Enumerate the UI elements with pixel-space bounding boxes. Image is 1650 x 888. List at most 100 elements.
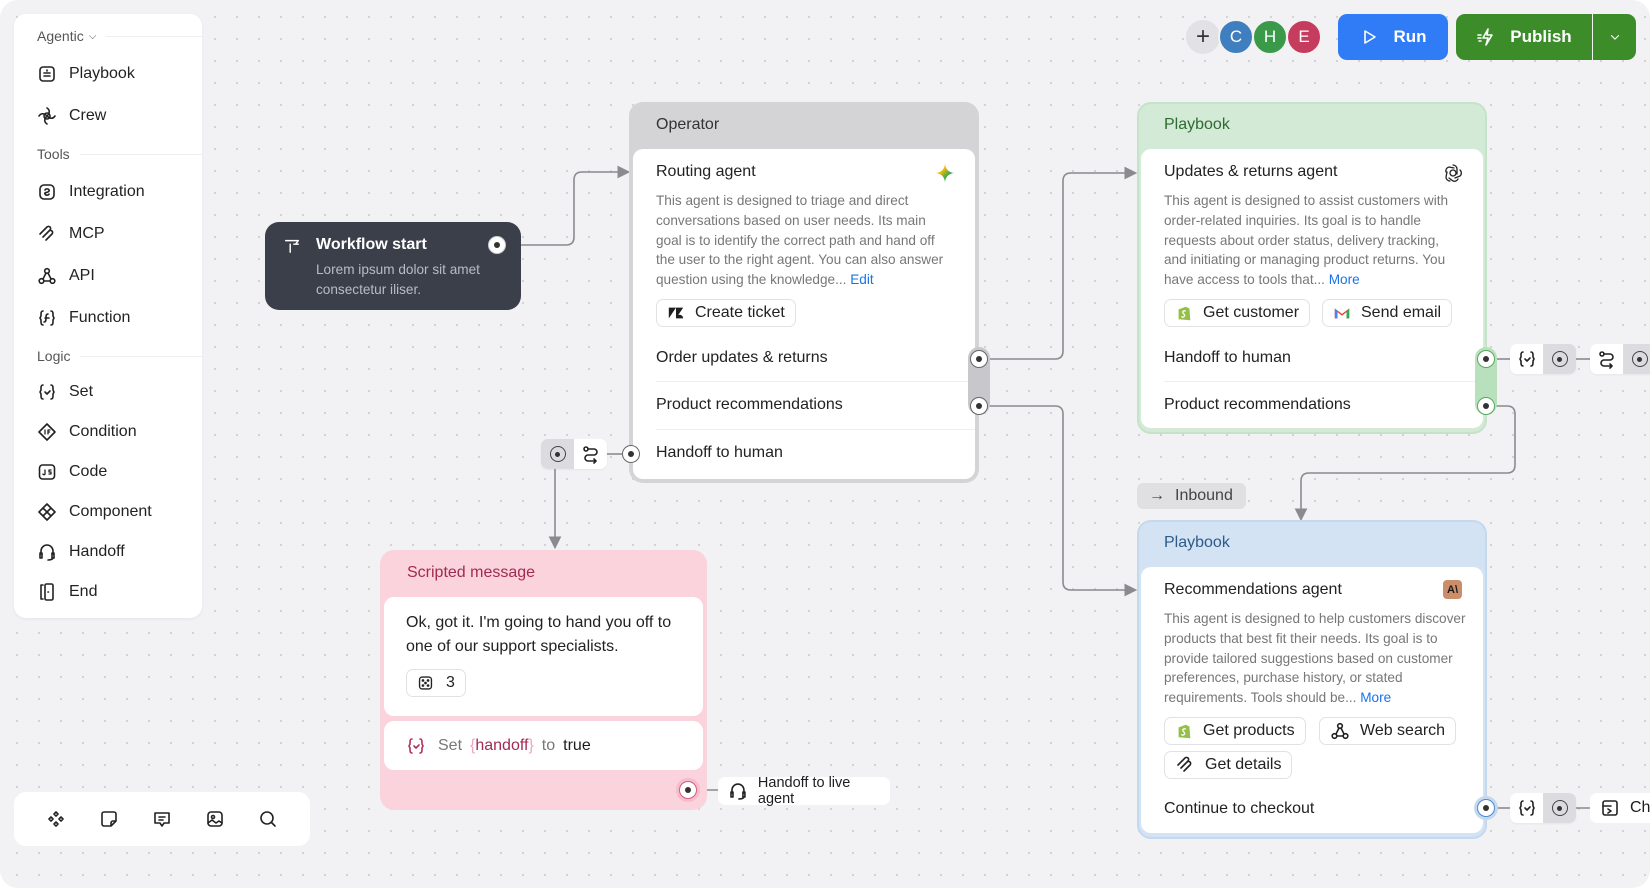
api-icon <box>1331 722 1349 740</box>
sidebar-item-playbook[interactable]: Playbook <box>37 60 187 88</box>
branch-icon <box>1598 351 1614 369</box>
set-icon <box>1518 351 1535 367</box>
checkout-node[interactable]: Che <box>1590 793 1650 823</box>
branch-icon <box>582 446 598 464</box>
set-connector-node[interactable] <box>1510 344 1576 374</box>
route-product-recommendations[interactable]: Product recommendations <box>1164 396 1351 413</box>
bottom-toolbar <box>14 792 310 846</box>
gemini-icon <box>935 163 955 183</box>
sticky-note-icon[interactable] <box>99 809 119 829</box>
section-agentic[interactable]: Agentic⌵ <box>37 28 202 44</box>
integration-icon <box>39 184 55 200</box>
output-handle[interactable] <box>679 781 697 799</box>
add-collaborator-button[interactable]: + <box>1184 18 1222 56</box>
agent-name: Routing agent <box>656 163 756 180</box>
avatar[interactable]: E <box>1286 19 1322 55</box>
playbook-recommendations-node[interactable]: Playbook Recommendations agent A\ This a… <box>1137 520 1495 839</box>
sidebar-item-handoff[interactable]: Handoff <box>37 538 187 566</box>
set-connector-node[interactable] <box>1510 793 1576 823</box>
arrow-right-icon: → <box>1149 487 1165 504</box>
section-logic: Logic <box>37 348 202 364</box>
more-link[interactable]: More <box>1360 690 1392 706</box>
item-label: Set <box>69 383 94 400</box>
agent-description: This agent is designed to help customers… <box>1164 609 1468 708</box>
output-handle[interactable] <box>488 236 506 254</box>
edit-link[interactable]: Edit <box>850 272 874 288</box>
output-handle-handoff[interactable] <box>1477 350 1495 368</box>
sidebar-item-api[interactable]: API <box>37 262 187 290</box>
set-value: true <box>563 736 591 754</box>
sidebar-item-set[interactable]: Set <box>37 378 187 406</box>
sidebar-item-code[interactable]: Code <box>37 458 187 486</box>
tool-chip-get-customer[interactable]: Get customer <box>1164 299 1311 327</box>
component-icon[interactable] <box>46 809 66 829</box>
avatar[interactable]: C <box>1218 19 1254 55</box>
publish-button[interactable]: Publish <box>1456 14 1592 60</box>
sidebar-item-mcp[interactable]: MCP <box>37 220 187 248</box>
run-button[interactable]: Run <box>1338 14 1448 60</box>
image-icon[interactable] <box>205 809 225 829</box>
operator-node[interactable]: Operator Routing agent This agent is des… <box>622 102 990 483</box>
checkout-label: Che <box>1630 799 1650 816</box>
condition-connector-node[interactable] <box>541 439 607 469</box>
function-icon <box>39 310 55 326</box>
route-handoff-to-human[interactable]: Handoff to human <box>656 444 783 461</box>
chip-label: Create ticket <box>695 304 785 321</box>
sidebar-item-condition[interactable]: Condition <box>37 418 187 446</box>
section-tools: Tools <box>37 146 202 162</box>
output-handle-order-updates[interactable] <box>970 350 988 368</box>
edge-start-operator <box>521 165 631 246</box>
playbook-icon <box>39 66 55 82</box>
agent-card: Routing agent This agent is designed to … <box>633 149 975 479</box>
set-icon <box>408 737 424 754</box>
agent-card: Updates & returns agent This agent is de… <box>1141 149 1483 428</box>
sidebar-item-crew[interactable]: Crew <box>37 102 187 130</box>
search-icon[interactable] <box>258 809 278 829</box>
route-handoff-to-human[interactable]: Handoff to human <box>1164 349 1291 366</box>
comment-icon[interactable] <box>152 809 172 829</box>
condition-connector-node[interactable] <box>1590 344 1650 374</box>
mcp-icon <box>39 225 54 241</box>
item-label: MCP <box>69 225 105 242</box>
route-product-recommendations[interactable]: Product recommendations <box>656 396 843 413</box>
item-label: Crew <box>69 107 107 124</box>
variants-chip[interactable]: 3 <box>406 669 466 697</box>
route-order-updates[interactable]: Order updates & returns <box>656 349 828 366</box>
node-header: Playbook <box>1164 116 1230 133</box>
output-handle-handoff[interactable] <box>622 445 640 463</box>
avatar[interactable]: H <box>1252 19 1288 55</box>
more-link[interactable]: More <box>1328 272 1360 288</box>
node-title: Workflow start <box>316 236 427 253</box>
tool-chip-create-ticket[interactable]: Create ticket <box>656 299 796 327</box>
output-handle-product-recs[interactable] <box>970 397 988 415</box>
end-icon <box>40 583 54 601</box>
description-text: This agent is designed to triage and dir… <box>656 193 944 288</box>
tool-chip-web-search[interactable]: Web search <box>1319 717 1457 745</box>
tool-chip-send-email[interactable]: Send email <box>1322 299 1453 327</box>
chip-label: Send email <box>1361 304 1442 321</box>
set-variable-row[interactable]: Set {handoff} to true <box>384 721 703 770</box>
output-handle-checkout[interactable] <box>1477 799 1495 817</box>
tool-chip-get-products[interactable]: Get products <box>1164 717 1306 745</box>
scripted-message-node[interactable]: Scripted message Ok, got it. I'm going t… <box>380 550 707 810</box>
component-icon <box>38 503 56 521</box>
sidebar-item-end[interactable]: End <box>37 578 187 606</box>
set-to: to <box>541 736 556 754</box>
sidebar-item-function[interactable]: Function <box>37 304 187 332</box>
sidebar-item-integration[interactable]: Integration <box>37 178 187 206</box>
code-icon <box>38 464 56 480</box>
output-handle-product-recs[interactable] <box>1477 397 1495 415</box>
tool-chip-get-details[interactable]: Get details <box>1164 751 1293 779</box>
sidebar-item-component[interactable]: Component <box>37 498 187 526</box>
openai-icon <box>1445 164 1462 182</box>
play-icon <box>1364 30 1377 44</box>
publish-options-button[interactable] <box>1593 14 1636 60</box>
section-label: Agentic <box>37 28 84 44</box>
playbook-updates-node[interactable]: Playbook Updates & returns agent This ag… <box>1137 102 1497 434</box>
workflow-start-node[interactable]: Workflow start Lorem ipsum dolor sit ame… <box>265 222 521 310</box>
handoff-live-agent-node[interactable]: Handoff to live agent <box>718 775 890 807</box>
inbound-tag[interactable]: →Inbound <box>1137 483 1246 509</box>
set-icon <box>39 384 55 400</box>
route-continue-to-checkout[interactable]: Continue to checkout <box>1164 800 1315 817</box>
